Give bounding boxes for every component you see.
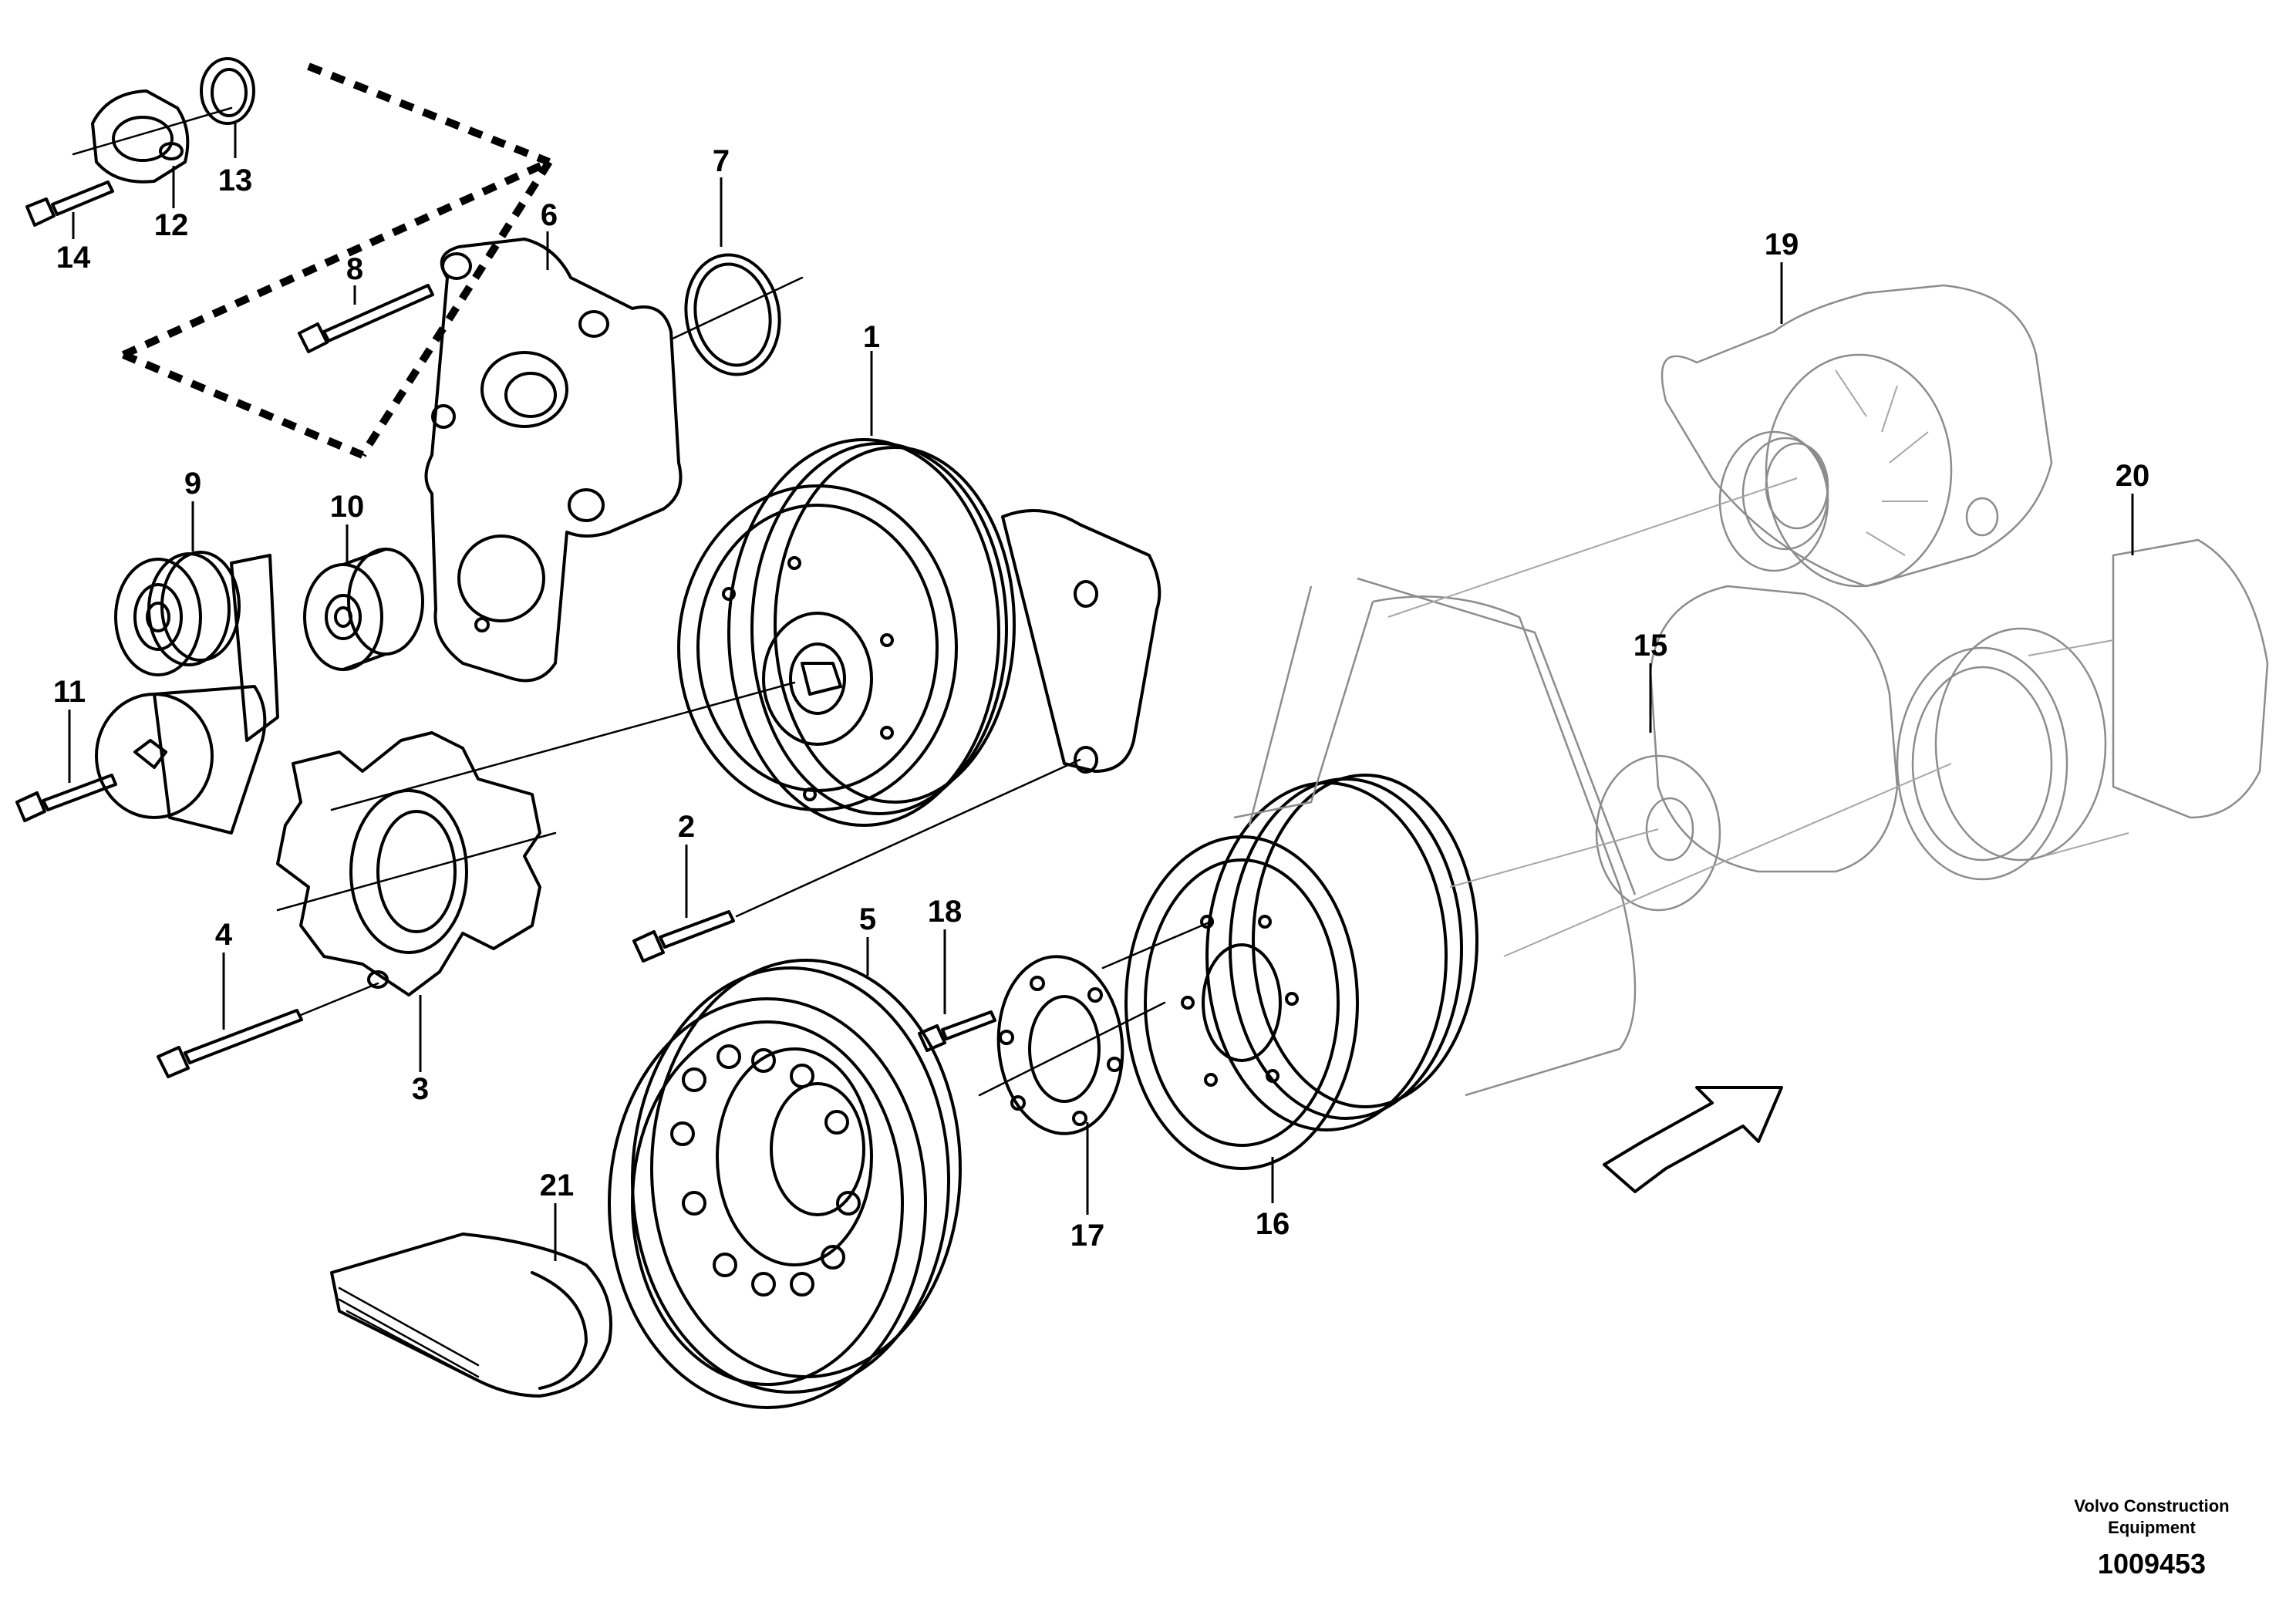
part-15-water-pump-ghost[interactable] — [1449, 585, 1899, 912]
callout-18: 18 — [928, 895, 963, 929]
callout-4: 4 — [215, 918, 233, 952]
part-9-tensioner-pulley[interactable] — [114, 551, 279, 742]
callout-2: 2 — [678, 810, 695, 844]
callout-13: 13 — [218, 164, 253, 197]
part-2-screw[interactable] — [632, 758, 1081, 963]
part-12-housing-cover[interactable] — [72, 89, 233, 184]
part-3-impeller[interactable] — [276, 731, 557, 996]
callout-10: 10 — [330, 490, 365, 524]
part-16-pulley[interactable] — [1101, 774, 1478, 1170]
part-7-o-ring[interactable] — [669, 248, 804, 382]
callout-3: 3 — [412, 1072, 429, 1106]
brand-line-2: Equipment — [2108, 1518, 2196, 1537]
callout-5: 5 — [859, 902, 876, 936]
part-17-adapter-plate[interactable] — [978, 951, 1166, 1138]
part-5-crank-pulley[interactable] — [608, 959, 962, 1409]
leader-lines — [68, 123, 2134, 1261]
part-13-seal-ring[interactable] — [200, 57, 255, 125]
direction-arrow-icon — [1603, 1086, 1783, 1193]
callout-6: 6 — [541, 198, 558, 232]
callout-1: 1 — [863, 320, 880, 354]
ghost-belt — [1233, 577, 1637, 1097]
callout-12: 12 — [154, 208, 189, 242]
callout-17: 17 — [1070, 1219, 1105, 1253]
drawing-number: 1009453 — [2098, 1548, 2206, 1580]
callout-9: 9 — [184, 467, 201, 501]
dashed-assembly-outline — [121, 62, 553, 459]
part-21-belt[interactable] — [330, 1233, 612, 1398]
callout-16: 16 — [1256, 1207, 1290, 1241]
part-11-tensioner-body[interactable] — [15, 685, 267, 835]
part-20-ac-compressor[interactable] — [1503, 538, 2269, 957]
part-4-screw[interactable] — [157, 982, 379, 1078]
part-6-bracket[interactable] — [424, 238, 683, 683]
callout-19: 19 — [1765, 228, 1799, 261]
part-18-screw[interactable] — [918, 1010, 996, 1052]
footer-block: Volvo Construction Equipment 1009453 — [2074, 1496, 2229, 1580]
callout-7: 7 — [713, 144, 730, 178]
part-8-screw[interactable] — [298, 284, 434, 353]
part-10-idler-pulley[interactable] — [303, 548, 424, 671]
part-1-fan-pulley[interactable] — [330, 438, 1161, 827]
part-14-screw[interactable] — [25, 180, 114, 227]
callout-14: 14 — [56, 241, 91, 275]
callout-21: 21 — [540, 1168, 575, 1202]
callout-8: 8 — [346, 252, 363, 286]
callout-labels: 1 2 3 4 5 6 7 8 9 10 11 12 13 14 15 16 1… — [53, 144, 2149, 1253]
part-19-alternator[interactable] — [1387, 284, 2053, 618]
brand-line-1: Volvo Construction — [2074, 1496, 2229, 1516]
callout-11: 11 — [53, 675, 86, 709]
callout-20: 20 — [2116, 459, 2150, 493]
callout-15: 15 — [1633, 629, 1668, 663]
